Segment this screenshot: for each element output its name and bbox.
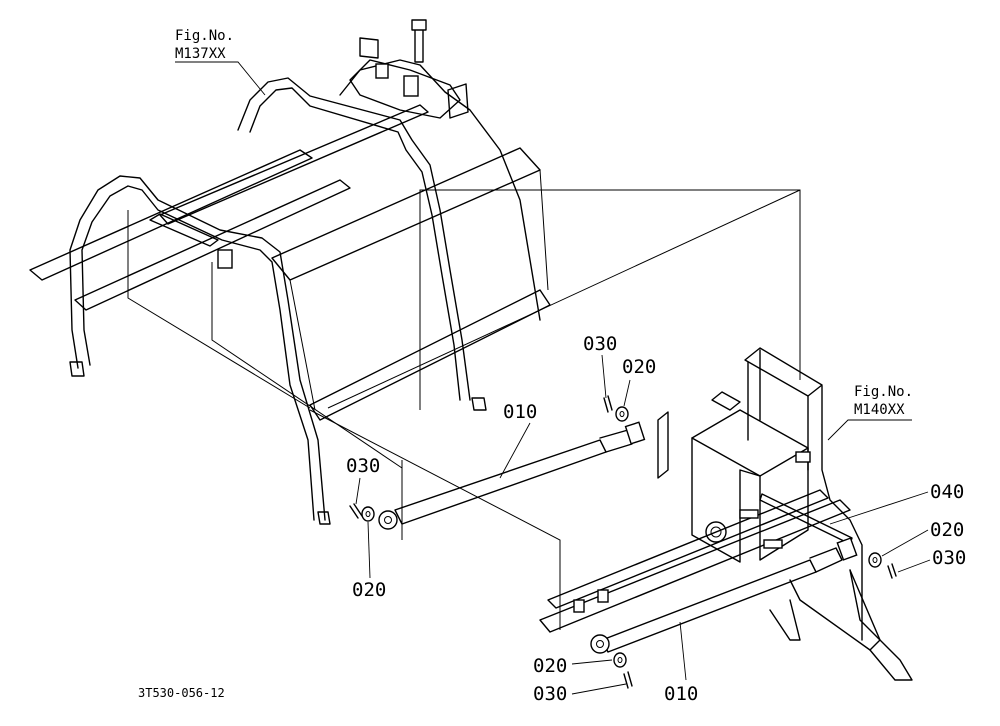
pin-right [887, 563, 897, 579]
hinge-pin [149, 213, 219, 247]
frame-tab-upper [711, 391, 741, 411]
bracket-tab [359, 37, 379, 59]
bracket-clamp [447, 83, 469, 119]
damper-upper-eye-left [378, 510, 398, 530]
frame-slot-1 [739, 509, 759, 519]
roll-frame-assembly [29, 19, 551, 525]
fig-ref-2-line1: Fig.No. [854, 384, 913, 400]
frame-post [747, 349, 863, 641]
callout-020-right: 020 [930, 519, 964, 541]
frame-leg-left [769, 599, 801, 641]
callout-020-left: 020 [352, 579, 386, 601]
washer-right-group [868, 552, 897, 579]
callout-030-lower: 030 [533, 683, 567, 705]
bracket-bolt [411, 19, 427, 63]
side-bar-upper [29, 149, 313, 281]
fig-ref-2-line2: M140XX [854, 402, 905, 418]
frame-slot-2 [763, 539, 783, 549]
washer-upper-group [603, 395, 629, 422]
washer-upper [615, 406, 629, 422]
cover-panel [271, 147, 541, 281]
cover-sheet-edge [289, 169, 549, 411]
frame-base-rail-2 [547, 489, 829, 609]
frame-arch-rear-inner [249, 87, 461, 401]
damper-upper-body [394, 439, 607, 525]
damper-lower-eye-left [590, 634, 610, 654]
hinge-block [217, 249, 233, 269]
frame-plate [657, 411, 669, 479]
damper-lower-eye-right [836, 537, 858, 561]
fig-ref-1-line1: Fig.No. [175, 28, 234, 44]
callout-030-upper: 030 [583, 333, 617, 355]
frame-arch-inner [81, 185, 315, 521]
frame-brace [849, 569, 881, 651]
callout-010-upper: 010 [503, 401, 537, 423]
callout-020-lower: 020 [533, 655, 567, 677]
callout-040: 040 [930, 481, 964, 503]
side-bar-mid [159, 104, 429, 225]
damper-lower-rod [809, 547, 843, 573]
bracket-nut [375, 63, 389, 79]
projection-lines [127, 189, 801, 630]
frame-base-rail [539, 499, 851, 633]
callout-010-lower: 010 [664, 683, 698, 705]
damper-lower-body [601, 559, 817, 653]
fig-ref-1-line2: M137XX [175, 46, 226, 62]
frame-arch-rear [237, 77, 471, 401]
frame-box-side [759, 447, 809, 561]
callout-030-left: 030 [346, 455, 380, 477]
mounting-frame-assembly [539, 347, 913, 681]
side-bar-lower [74, 179, 351, 311]
washer-left [361, 506, 375, 522]
washer-right [868, 552, 882, 568]
washer-lower-group [613, 652, 633, 689]
washer-lower [613, 652, 627, 668]
fig-ref-2-leader [827, 419, 912, 441]
pin-left [349, 503, 363, 519]
frame-leg-right [789, 569, 913, 681]
washer-left-group [349, 503, 375, 522]
frame-box-front [691, 437, 761, 563]
drawing-code: 3T530-056-12 [138, 686, 225, 700]
frame-slot-3 [795, 451, 811, 463]
pin-lower [623, 671, 633, 689]
frame-arch-front [69, 175, 326, 521]
foot-tab-right [317, 511, 331, 525]
frame-block-left [573, 599, 585, 613]
pin-upper [603, 395, 613, 413]
foot-tab-left [69, 361, 85, 377]
damper-upper [378, 421, 646, 530]
frame-block-mid [597, 589, 609, 603]
foot-tab-rear [471, 397, 487, 411]
damper-lower [590, 537, 858, 654]
frame-post-top [744, 347, 823, 397]
rod-040 [759, 493, 853, 545]
callout-020-upper: 020 [622, 356, 656, 378]
callout-030-right: 030 [932, 547, 966, 569]
bracket-spacer [403, 75, 419, 97]
frame-box-top [691, 409, 809, 477]
damper-upper-eye-right [624, 421, 646, 445]
fig-ref-1-leader [175, 61, 266, 96]
